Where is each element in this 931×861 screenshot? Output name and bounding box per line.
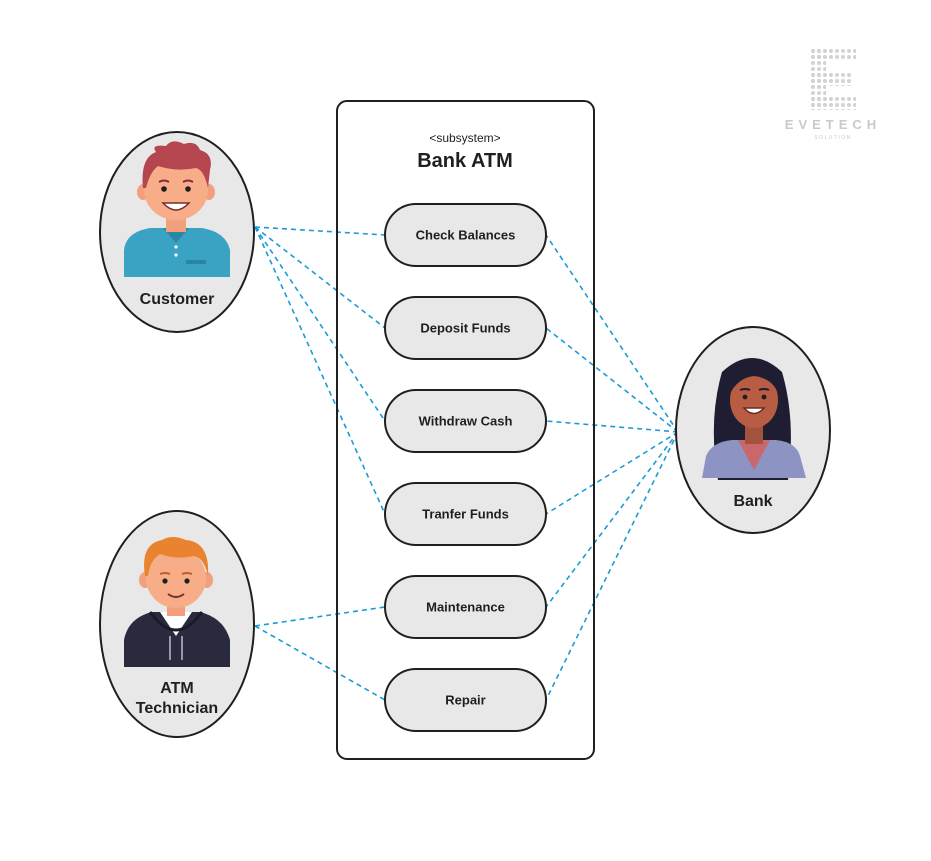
association-line-bank-repair	[545, 431, 679, 701]
actor-label: Technician	[136, 700, 218, 717]
association-line-customer-withdraw	[254, 226, 386, 422]
use-case-check: Check Balances	[384, 203, 547, 267]
use-case-oval	[384, 482, 547, 546]
bank-avatar-icon	[702, 358, 806, 480]
use-case-label: Maintenance	[426, 600, 505, 615]
subsystem-title: Bank ATM	[417, 150, 513, 172]
association-line-technician-maintenance	[254, 606, 386, 627]
subsystem-boundary: <subsystem> Bank ATM	[336, 100, 595, 760]
use-case-deposit: Deposit Funds	[384, 296, 547, 360]
association-line-bank-withdraw	[545, 420, 679, 433]
technician-avatar-icon	[124, 537, 230, 667]
use-case-oval	[384, 296, 547, 360]
use-case-maintenance: Maintenance	[384, 575, 547, 639]
use-case-label: Check Balances	[416, 228, 516, 243]
logo-tagline: SOLUTION	[814, 135, 852, 141]
actor-label: Customer	[140, 291, 215, 308]
logo-name: EVETECH	[785, 117, 881, 132]
use-case-oval	[384, 203, 547, 267]
use-case-label: Deposit Funds	[420, 321, 510, 336]
association-line-customer-check	[254, 226, 386, 236]
association-line-bank-check	[545, 234, 679, 433]
use-case-oval	[384, 575, 547, 639]
subsystem-stereotype: <subsystem>	[429, 131, 500, 145]
use-case-withdraw: Withdraw Cash	[384, 389, 547, 453]
association-line-bank-deposit	[545, 327, 679, 433]
use-case-transfer: Tranfer Funds	[384, 482, 547, 546]
use-case-repair: Repair	[384, 668, 547, 732]
association-line-customer-deposit	[254, 226, 386, 329]
association-lines	[254, 226, 679, 701]
use-case-label: Withdraw Cash	[419, 414, 513, 429]
evetech-logo: EVETECH SOLUTION	[785, 47, 881, 141]
customer-avatar-icon	[124, 141, 230, 277]
use-case-label: Repair	[445, 693, 485, 708]
use-case-label: Tranfer Funds	[422, 507, 509, 522]
actor-label: ATM	[160, 680, 193, 697]
association-line-customer-transfer	[254, 226, 386, 515]
association-line-bank-maintenance	[545, 431, 679, 608]
actor-label: Bank	[733, 493, 772, 510]
use-case-oval	[384, 389, 547, 453]
use-case-oval	[384, 668, 547, 732]
association-line-bank-transfer	[545, 431, 679, 515]
association-line-technician-repair	[254, 625, 386, 701]
logo-e-mark-icon	[810, 47, 856, 110]
